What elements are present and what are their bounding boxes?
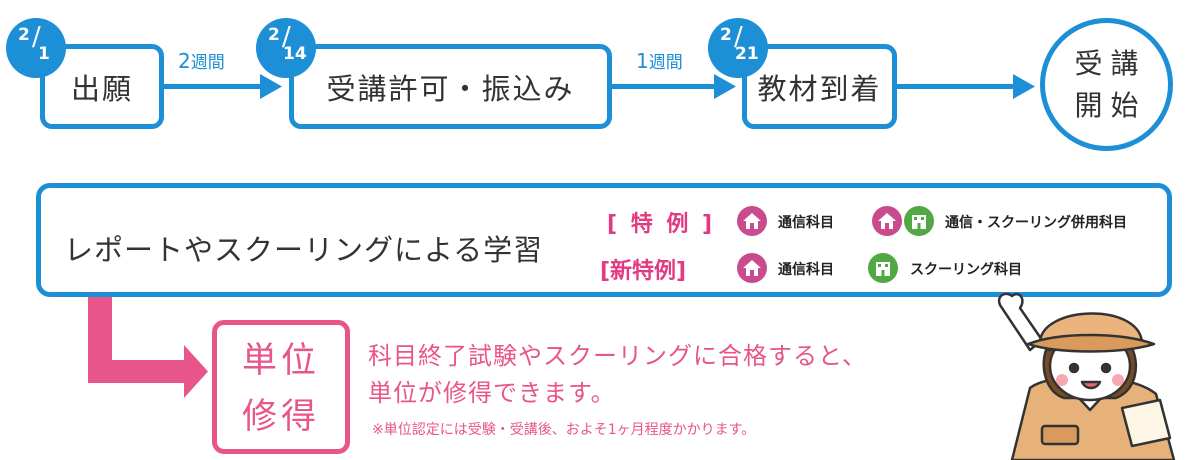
duration-1-num: 2 <box>178 49 191 73</box>
date-badge-1-month: 2 <box>18 25 30 45</box>
course-start-circle: 受講 開始 <box>1040 18 1173 151</box>
school-icon <box>868 253 898 283</box>
credit-box-line1: 単位 <box>241 341 320 381</box>
arrow-3-head <box>1013 74 1035 99</box>
special-item-combined: 通信・スクーリング併用科目 <box>945 215 1127 231</box>
special-item-correspondence: 通信科目 <box>778 215 834 231</box>
date-badge-3: 2 / 21 <box>708 18 768 78</box>
credit-message-line2: 単位が修得できます。 <box>368 379 616 407</box>
explorer-mascot-illustration <box>997 292 1176 460</box>
step-permission-label: 受講許可・振込み <box>326 71 575 106</box>
home-icon <box>872 206 902 236</box>
special-category-label: [ 特 例 ] <box>607 212 716 237</box>
arrow-1-head <box>260 74 282 99</box>
step-apply-label: 出願 <box>70 71 133 106</box>
step-materials-label: 教材到着 <box>757 71 882 106</box>
date-badge-1: 2 / 1 <box>6 18 66 78</box>
date-badge-2-month: 2 <box>268 25 280 45</box>
arrow-2-head <box>714 74 736 99</box>
credit-box-line2: 修得 <box>241 397 320 437</box>
new-special-item-schooling: スクーリング科目 <box>910 262 1022 278</box>
duration-2-unit: 週間 <box>648 53 683 73</box>
step-permission-box: 受講許可・振込み <box>289 44 612 129</box>
date-badge-2: 2 / 14 <box>256 18 316 78</box>
new-special-category-label: [新特例] <box>600 259 687 284</box>
course-start-line1: 受講 <box>1074 46 1147 80</box>
course-start-line2: 開始 <box>1074 88 1147 122</box>
school-icon <box>904 206 934 236</box>
duration-1: 2週間 <box>178 48 225 73</box>
new-special-item-correspondence: 通信科目 <box>778 262 834 278</box>
study-box <box>36 183 1172 297</box>
credit-connector-head <box>184 345 208 398</box>
arrow-3-shaft <box>896 84 1016 89</box>
date-badge-2-day: 14 <box>283 44 307 64</box>
arrow-1-shaft <box>163 84 263 89</box>
credit-connector-horizontal <box>88 360 188 383</box>
step-materials-box: 教材到着 <box>742 44 897 129</box>
home-icon <box>737 206 767 236</box>
date-badge-3-month: 2 <box>720 25 732 45</box>
duration-2: 1週間 <box>636 48 683 73</box>
duration-1-unit: 週間 <box>190 53 225 73</box>
credit-box: 単位 修得 <box>212 320 350 454</box>
date-badge-1-day: 1 <box>38 44 50 64</box>
credit-note: ※単位認定には受験・受講後、およそ1ヶ月程度かかります。 <box>372 422 756 438</box>
study-label: レポートやスクーリングによる学習 <box>64 233 544 267</box>
duration-2-num: 1 <box>636 49 649 73</box>
credit-message-line1: 科目終了試験やスクーリングに合格すると、 <box>368 342 868 370</box>
home-icon <box>737 253 767 283</box>
arrow-2-shaft <box>612 84 717 89</box>
date-badge-3-day: 21 <box>735 44 759 64</box>
